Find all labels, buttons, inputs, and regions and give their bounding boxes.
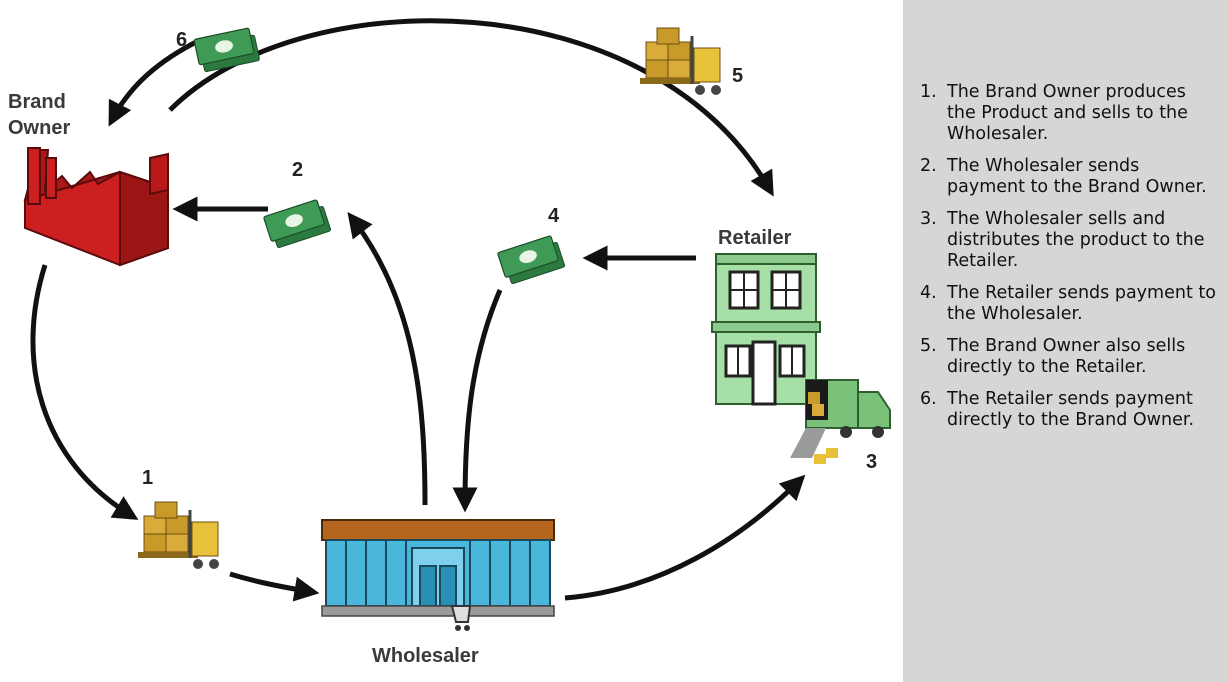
step-2-marker: 2 — [292, 159, 303, 181]
steps-list: 1. The Brand Owner produces the Product a… — [920, 82, 1220, 442]
wholesaler-building-icon — [321, 519, 555, 631]
retailer-label: Retailer — [718, 227, 792, 249]
step-text: The Retailer sends payment directly to t… — [947, 389, 1195, 430]
distribution-diagram: Brand Owner Retailer Wholesaler 1 2 3 4 … — [8, 18, 891, 667]
step-text: The Brand Owner also sells directly to t… — [947, 336, 1186, 377]
arrow-payment-to-brand-top — [108, 37, 202, 127]
step-item: 5. The Brand Owner also sells directly to… — [920, 336, 1220, 378]
money-icon — [193, 26, 261, 74]
delivery-truck-icon — [790, 379, 891, 464]
retailer-building-icon — [711, 253, 821, 406]
product-pallet-icon — [638, 26, 723, 97]
brand-owner-label: Brand — [8, 91, 66, 113]
step-number: 2. — [920, 156, 937, 176]
step-item: 6. The Retailer sends payment directly to… — [920, 389, 1220, 431]
arrow-wholesaler-to-retailer — [564, 474, 806, 601]
brand-owner-label: Owner — [8, 117, 70, 139]
step-item: 2. The Wholesaler sends payment to the Br… — [920, 156, 1220, 198]
money-icon — [496, 233, 566, 286]
step-item: 1. The Brand Owner produces the Product a… — [920, 82, 1220, 145]
step-number: 4. — [920, 283, 937, 303]
step-text: The Retailer sends payment to the Wholes… — [947, 283, 1216, 324]
factory-icon — [23, 147, 169, 267]
arrow-factory-to-pallet — [30, 264, 139, 520]
step-number: 6. — [920, 389, 937, 409]
step-number: 5. — [920, 336, 937, 356]
step-5-marker: 5 — [732, 65, 743, 87]
arrow-pallet-to-wholesaler — [229, 571, 320, 602]
arrow-wholesaler-payment-up — [347, 212, 428, 506]
step-4-marker: 4 — [548, 205, 560, 227]
step-1-marker: 1 — [142, 467, 153, 489]
product-pallet-icon — [136, 500, 221, 571]
step-text: The Wholesaler sends payment to the Bran… — [947, 156, 1207, 197]
step-3-marker: 3 — [866, 451, 877, 473]
step-number: 3. — [920, 209, 937, 229]
money-icon — [262, 197, 332, 250]
step-text: The Brand Owner produces the Product and… — [947, 82, 1188, 144]
step-text: The Wholesaler sells and distributes the… — [947, 209, 1205, 271]
wholesaler-label: Wholesaler — [372, 645, 479, 667]
step-6-marker: 6 — [176, 29, 187, 51]
steps-sidebar: 1. The Brand Owner produces the Product a… — [903, 0, 1228, 682]
arrow-retailer-payment-down — [452, 289, 503, 513]
step-item: 3. The Wholesaler sells and distributes t… — [920, 209, 1220, 272]
step-item: 4. The Retailer sends payment to the Whol… — [920, 283, 1220, 325]
step-number: 1. — [920, 82, 937, 102]
